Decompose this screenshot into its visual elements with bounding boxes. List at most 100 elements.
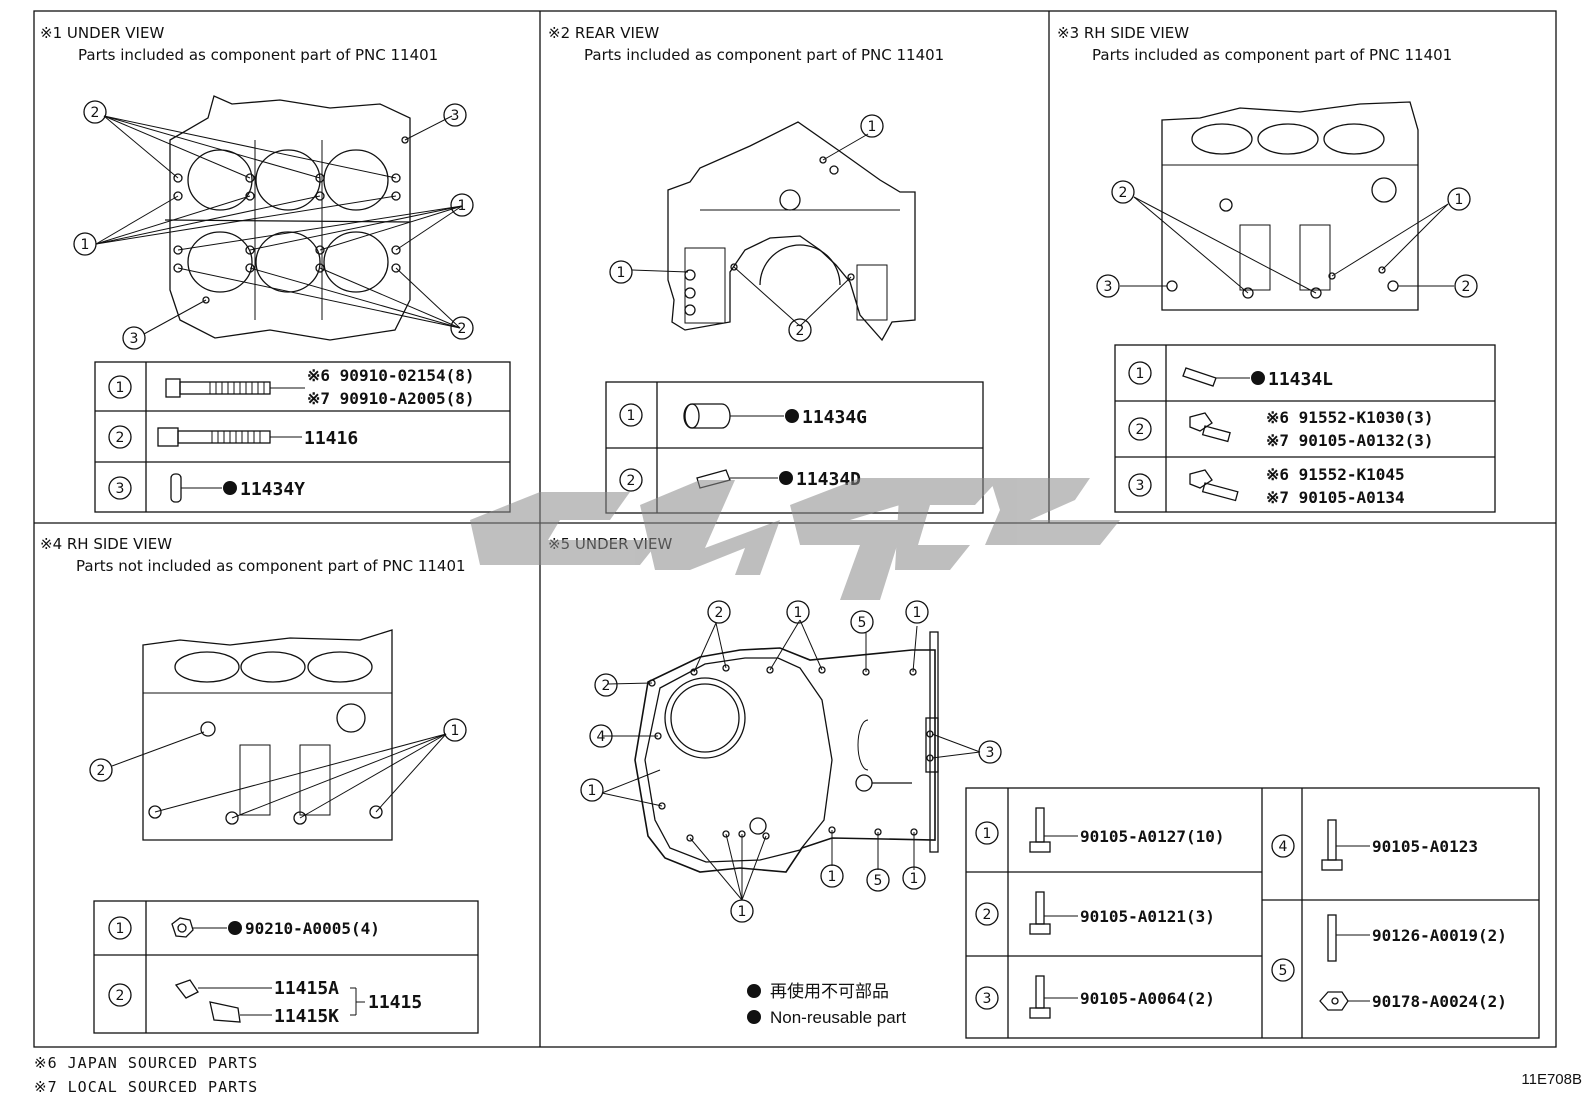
svg-text:3: 3 [1136, 478, 1145, 494]
part-number-90105-A0132: ※7 90105-A0132(3) [1266, 431, 1434, 450]
panel-5-callouts: 2 1 5 1 2 4 1 3 1 1 5 1 [580, 600, 1002, 923]
svg-text:2: 2 [796, 323, 805, 339]
panel-4-parts-table: 1 2 90210-A0005(4) 11415A 11415K 1 [93, 900, 479, 1034]
svg-text:2: 2 [715, 605, 724, 621]
panel-rh-side-view-4: ※4 RH SIDE VIEW Parts not included as co… [40, 535, 479, 1034]
part-number-11415A: 11415A [274, 978, 339, 999]
panel-4-title: ※4 RH SIDE VIEW [40, 535, 172, 553]
svg-text:1: 1 [794, 605, 803, 621]
svg-text:1: 1 [627, 408, 636, 424]
part-number-90210-A0005: 90210-A0005(4) [245, 919, 380, 938]
panel-3-parts-table: 1 2 3 11434L ※6 91552-K1030(3) ※7 90105-… [1114, 344, 1496, 513]
panel-2-subtitle: Parts included as component part of PNC … [584, 46, 944, 64]
svg-text:2: 2 [97, 763, 106, 779]
svg-text:4: 4 [1279, 839, 1288, 855]
panel-1-parts-table: 1 2 3 ※6 90910-02154(8) ※7 90910-A2005(8… [94, 361, 511, 513]
hex-flange-bolt-icon [1189, 412, 1231, 443]
svg-text:2: 2 [91, 105, 100, 121]
panel-3-callouts: 2 1 3 2 [1096, 180, 1478, 298]
part-number-90910-02154: ※6 90910-02154(8) [307, 366, 475, 385]
svg-text:2: 2 [1462, 279, 1471, 295]
legend-japanese-text: 再使用不可部品 [770, 981, 889, 1001]
part-number-90910-A2005: ※7 90910-A2005(8) [307, 389, 475, 408]
panel-rh-side-view-3: ※3 RH SIDE VIEW Parts included as compon… [1057, 24, 1496, 513]
bolt-90105-A0121-icon [1029, 891, 1078, 935]
svg-text:2: 2 [116, 988, 125, 1004]
svg-text:2: 2 [627, 473, 636, 489]
non-reusable-mark-icon [223, 481, 237, 495]
part-number-90105-A0127: 90105-A0127(10) [1080, 827, 1225, 846]
non-reusable-legend: 再使用不可部品 Non-reusable part [747, 981, 906, 1027]
part-number-91552-K1045: ※6 91552-K1045 [1266, 465, 1405, 484]
svg-text:2: 2 [983, 907, 992, 923]
panel-1-leader-lines [95, 115, 463, 335]
engine-block-under-view-drawing [164, 95, 411, 341]
panel-4-callouts: 1 2 [89, 718, 467, 782]
panel-1-callouts: 2 1 3 1 2 3 [73, 100, 474, 350]
engine-block-rh-side-drawing [1161, 101, 1419, 311]
bolt-90105-A0123-icon [1321, 819, 1370, 871]
part-number-90105-A0123: 90105-A0123 [1372, 837, 1478, 856]
panel-2-callouts: 1 1 2 [609, 114, 884, 342]
svg-text:3: 3 [1104, 279, 1113, 295]
bolt-90105-A0064-icon [1029, 975, 1078, 1019]
svg-text:1: 1 [116, 380, 125, 396]
panel-5-leader-lines [601, 619, 981, 901]
svg-text:3: 3 [986, 745, 995, 761]
svg-text:3: 3 [116, 481, 125, 497]
svg-text:3: 3 [130, 331, 139, 347]
svg-text:5: 5 [1279, 963, 1288, 979]
long-bolt-icon [165, 378, 305, 398]
watermark-logo [470, 478, 1120, 600]
panel-2-title: ※2 REAR VIEW [548, 24, 659, 42]
pin-11434L-icon [1182, 367, 1265, 387]
panel-under-view-1: ※1 UNDER VIEW Parts included as componen… [40, 24, 511, 513]
non-reusable-mark-icon [747, 984, 761, 998]
svg-text:1: 1 [913, 605, 922, 621]
engine-block-rh-side-4-drawing [142, 629, 393, 841]
svg-text:4: 4 [597, 729, 606, 745]
panel-rear-view-2: ※2 REAR VIEW Parts included as component… [548, 24, 984, 514]
svg-text:1: 1 [588, 783, 597, 799]
oil-pan-under-view-drawing [634, 631, 939, 873]
svg-text:2: 2 [1119, 185, 1128, 201]
footnote-japan-sourced: ※6 JAPAN SOURCED PARTS [34, 1054, 258, 1072]
panel-2-leader-lines [631, 133, 869, 327]
non-reusable-mark-icon [747, 1010, 761, 1024]
part-number-90105-A0121: 90105-A0121(3) [1080, 907, 1215, 926]
nut-icon [171, 917, 242, 938]
svg-text:1: 1 [868, 119, 877, 135]
part-number-90178-A0024: 90178-A0024(2) [1372, 992, 1507, 1011]
legend-english-text: Non-reusable part [770, 1008, 906, 1027]
dowel-pin-icon [170, 473, 237, 503]
svg-text:2: 2 [458, 321, 467, 337]
svg-text:1: 1 [828, 869, 837, 885]
fitting-assembly-icon [174, 979, 365, 1023]
part-number-11415: 11415 [368, 992, 422, 1013]
svg-text:2: 2 [602, 678, 611, 694]
panel-under-view-5: ※5 UNDER VIEW [548, 535, 1540, 1039]
svg-text:2: 2 [1136, 422, 1145, 438]
flange-bolt-icon [157, 427, 302, 447]
part-number-90105-A0134: ※7 90105-A0134 [1266, 488, 1405, 507]
svg-text:1: 1 [1136, 366, 1145, 382]
part-number-91552-K1030: ※6 91552-K1030(3) [1266, 408, 1434, 427]
svg-text:1: 1 [983, 826, 992, 842]
svg-text:1: 1 [451, 723, 460, 739]
flange-nut-icon [1319, 991, 1370, 1011]
panel-5-parts-table: 1 2 3 4 5 90105-A0127(10) 90105-A0121(3) [965, 787, 1540, 1039]
part-number-11434Y: 11434Y [240, 479, 305, 500]
footnote-local-sourced: ※7 LOCAL SOURCED PARTS [34, 1078, 258, 1096]
panel-3-leader-lines [1120, 196, 1454, 294]
panel-4-subtitle: Parts not included as component part of … [76, 557, 466, 575]
large-dowel-pin-icon [683, 403, 799, 429]
svg-text:1: 1 [1455, 192, 1464, 208]
panel-3-subtitle: Parts included as component part of PNC … [1092, 46, 1452, 64]
part-number-11434L: 11434L [1268, 369, 1333, 390]
svg-text:2: 2 [116, 430, 125, 446]
engine-block-rear-view-drawing [667, 121, 916, 342]
stud-bolt-icon [1327, 914, 1370, 962]
svg-text:1: 1 [458, 198, 467, 214]
panel-4-leader-lines [111, 731, 447, 819]
